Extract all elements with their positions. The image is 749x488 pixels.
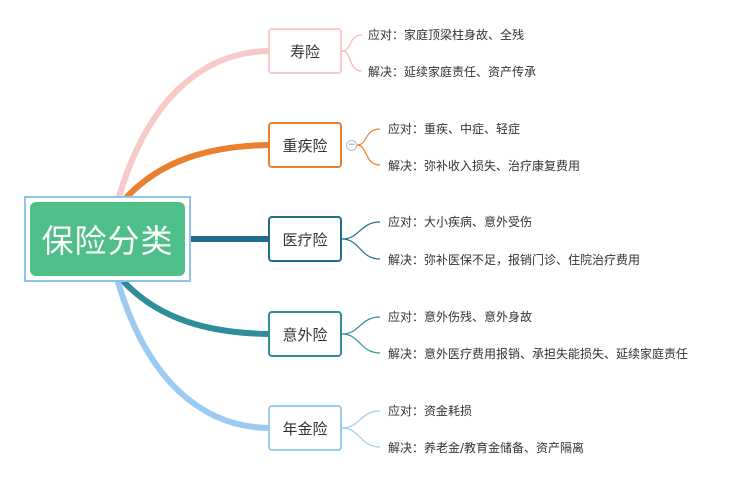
branch-node-yiwai[interactable]: 意外险: [268, 311, 342, 357]
leaf-nianjin-solution[interactable]: 解决：养老金/教育金储备、资产隔离: [388, 441, 585, 455]
root-node[interactable]: 保险分类: [30, 202, 185, 276]
collapse-toggle-icon[interactable]: −: [346, 140, 357, 151]
leaf-yiwai-solution[interactable]: 解决：意外医疗费用报销、承担失能损失、延续家庭责任: [388, 347, 689, 361]
leaf-yiwai-risk[interactable]: 应对：意外伤残、意外身故: [388, 310, 533, 324]
branch-node-nianjin[interactable]: 年金险: [268, 405, 342, 451]
leaf-shouxian-risk[interactable]: 应对：家庭顶梁柱身故、全残: [368, 28, 525, 42]
leaf-zhongji-risk[interactable]: 应对：重疾、中症、轻症: [388, 122, 521, 136]
branch-node-shouxian[interactable]: 寿险: [268, 28, 342, 74]
connector-root-nianjin: [115, 279, 271, 431]
branch-node-yiliao[interactable]: 医疗险: [268, 216, 342, 262]
connector-root-shouxian: [115, 48, 271, 203]
leaf-connector-shouxian: [341, 34, 363, 72]
leaf-connector-yiwai: [341, 316, 381, 354]
root-node-frame[interactable]: 保险分类: [24, 196, 191, 282]
leaf-yiliao-solution[interactable]: 解决：弥补医保不足，报销门诊、住院治疗费用: [388, 253, 641, 267]
leaf-connector-nianjin: [341, 410, 381, 448]
leaf-shouxian-solution[interactable]: 解决：延续家庭责任、资产传承: [368, 65, 537, 79]
connector-root-yiwai: [121, 279, 271, 337]
leaf-yiliao-risk[interactable]: 应对：大小疾病、意外受伤: [388, 215, 533, 229]
leaf-connector-yiliao: [341, 221, 381, 260]
connector-root-zhongji: [121, 142, 271, 203]
leaf-zhongji-solution[interactable]: 解决：弥补收入损失、治疗康复费用: [388, 159, 581, 173]
leaf-nianjin-risk[interactable]: 应对：资金耗损: [388, 404, 473, 418]
branch-node-zhongji[interactable]: 重疾险: [268, 122, 342, 168]
leaf-connector-zhongji: [356, 128, 381, 166]
